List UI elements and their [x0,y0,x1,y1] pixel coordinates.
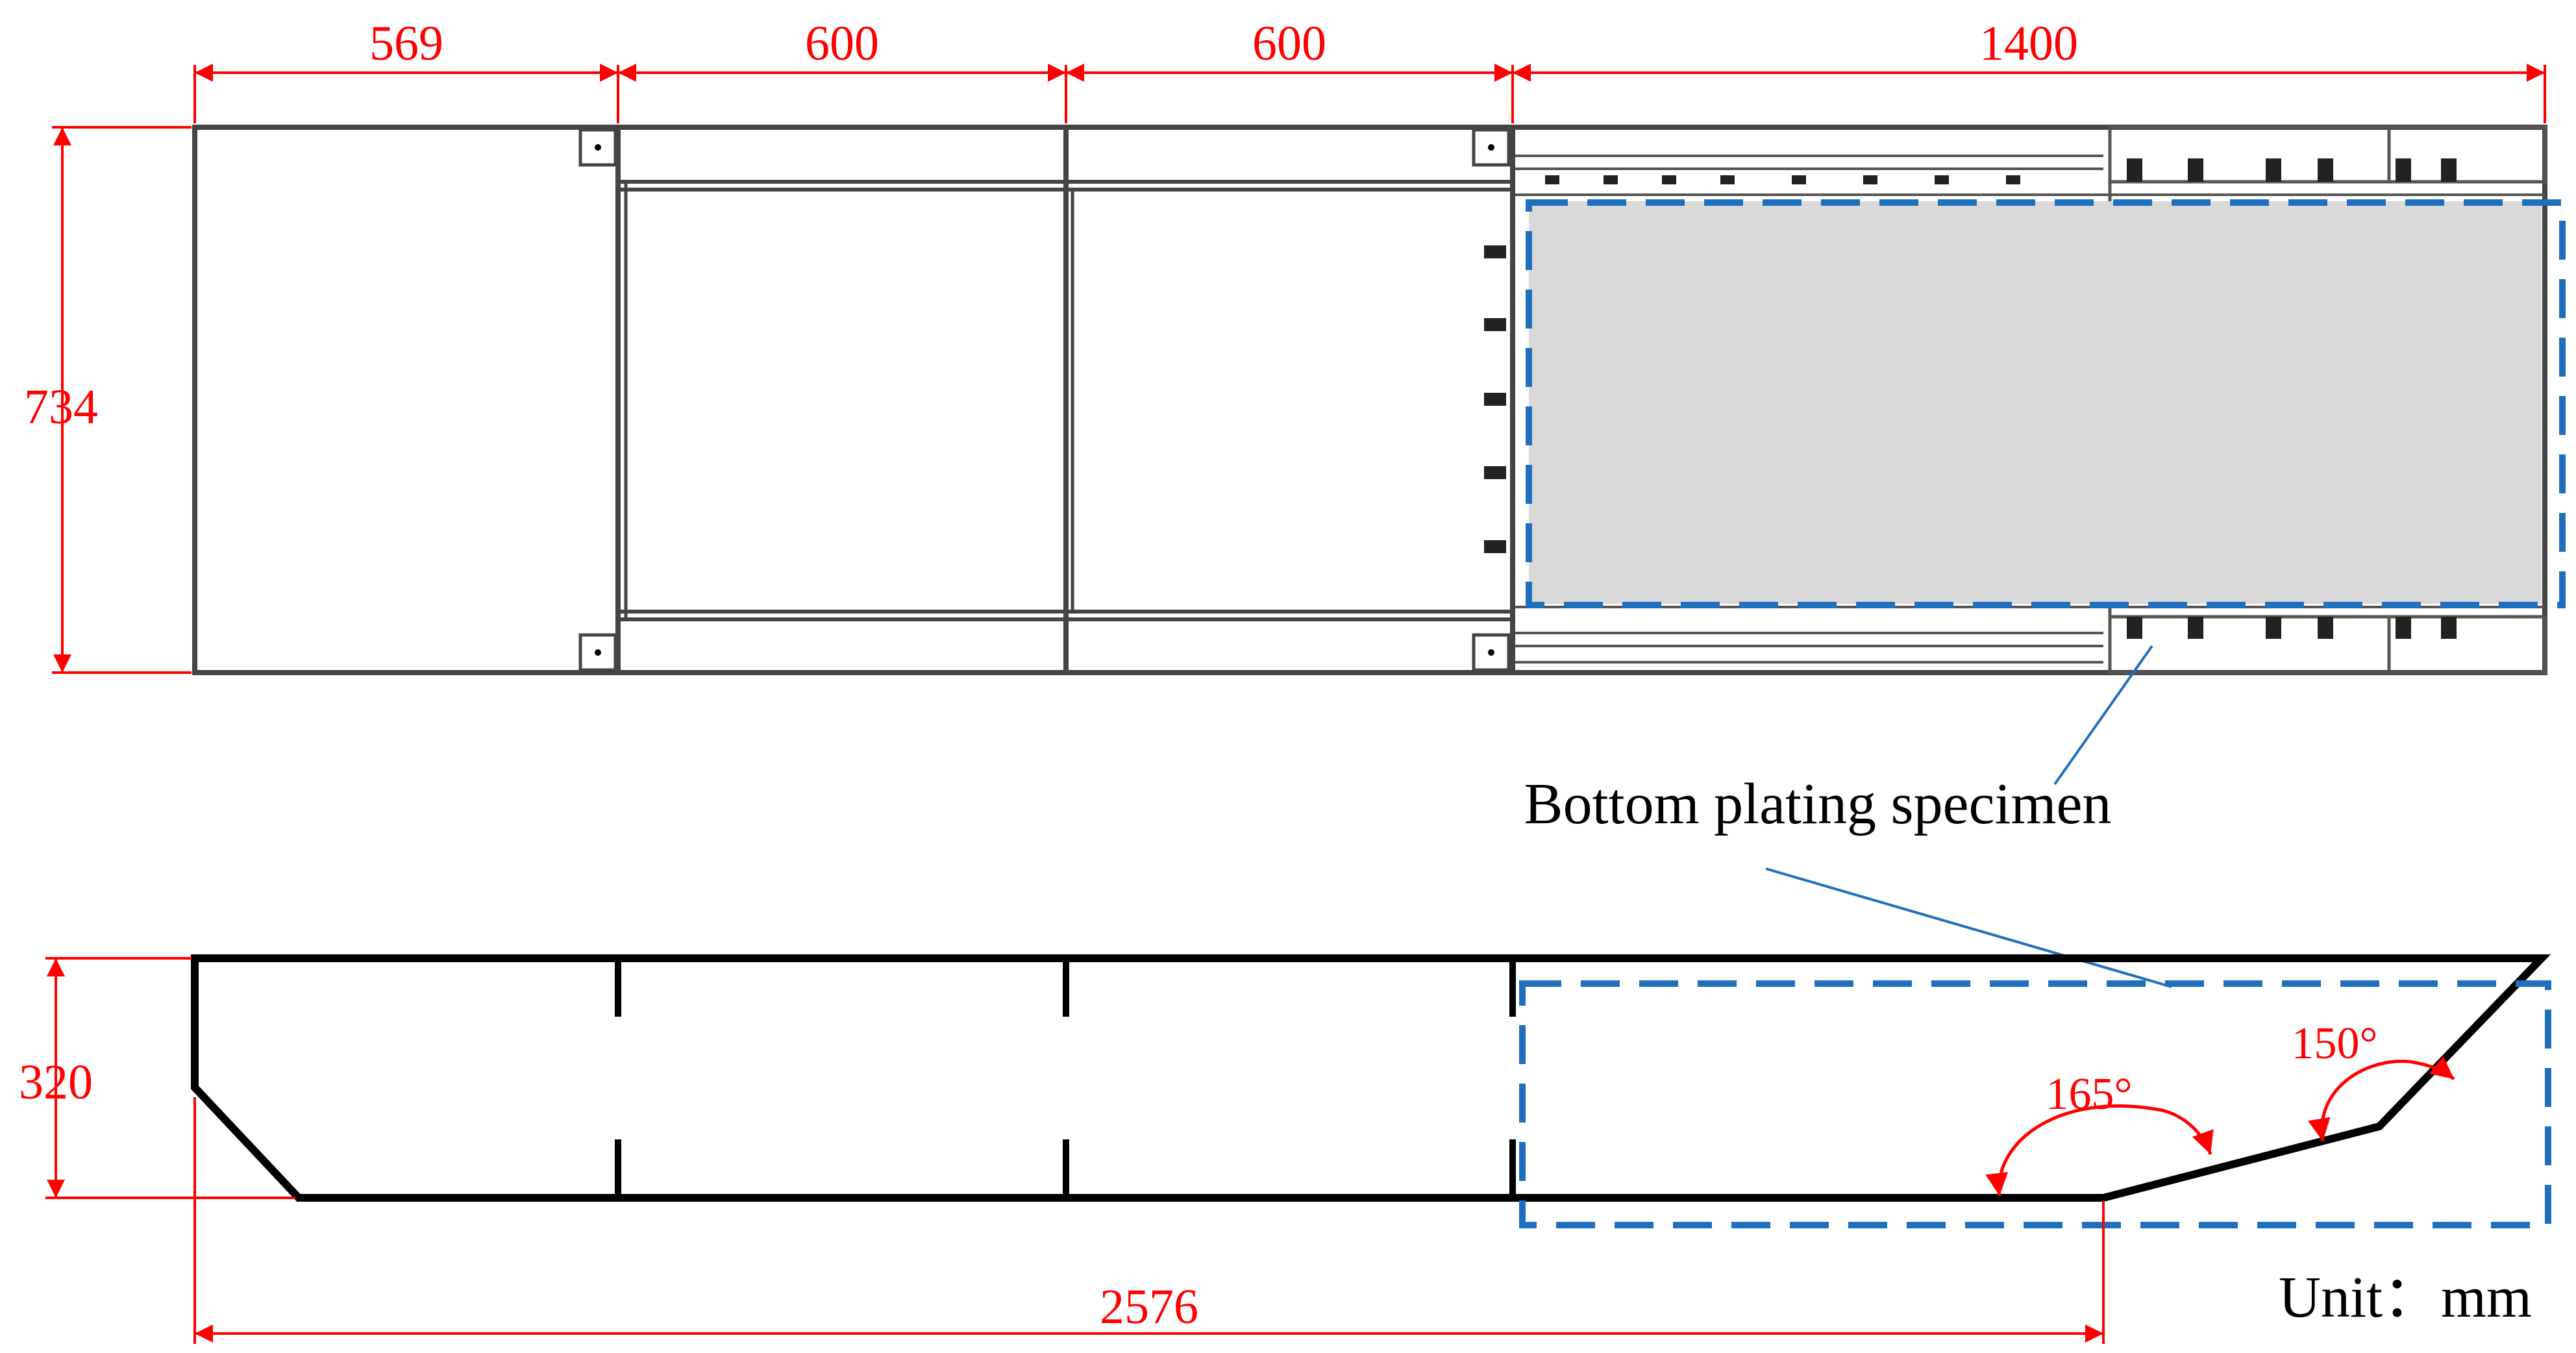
frame-stubs [615,958,1516,1198]
specimen-fill [1529,201,2542,604]
bracket-tl-bolt [595,144,601,151]
bracket-tr-bolt [1488,144,1494,151]
side-dim-length: 2576 [1100,1280,1198,1334]
hull-profile [191,954,2551,1202]
plan-view: 569 600 600 1400 734 [24,16,2566,675]
leader-line-side [1765,867,2172,988]
dim-width-1: 569 [369,16,443,71]
plan-outer-frame [192,125,2547,675]
dim-height: 734 [24,380,98,434]
bolts-top [1545,158,2457,184]
bracket-bl-bolt [595,649,601,656]
plan-dimensions [52,64,2546,674]
side-specimen-dashed-box [1519,980,2551,1228]
dim-width-3: 600 [1252,16,1326,71]
bolts-bottom [2127,617,2457,639]
dim-width-2: 600 [805,16,879,71]
dim-width-4: 1400 [1979,16,2078,71]
side-dim-height: 320 [19,1055,93,1110]
specimen-dashed-box [1526,199,2566,608]
side-view: 165° 150° 320 2576 [19,954,2551,1344]
side-dimensions [45,957,2105,1344]
angle-arcs [1985,1056,2455,1197]
angle-150: 150° [2292,1019,2378,1069]
unit-label: Unit：mm [2279,1265,2532,1330]
clamps-left [1484,245,1506,553]
bracket-br-bolt [1488,649,1494,656]
angle-165: 165° [2046,1069,2133,1119]
specimen-label: Bottom plating specimen [1524,772,2112,836]
leader-line-plan [2053,645,2153,786]
